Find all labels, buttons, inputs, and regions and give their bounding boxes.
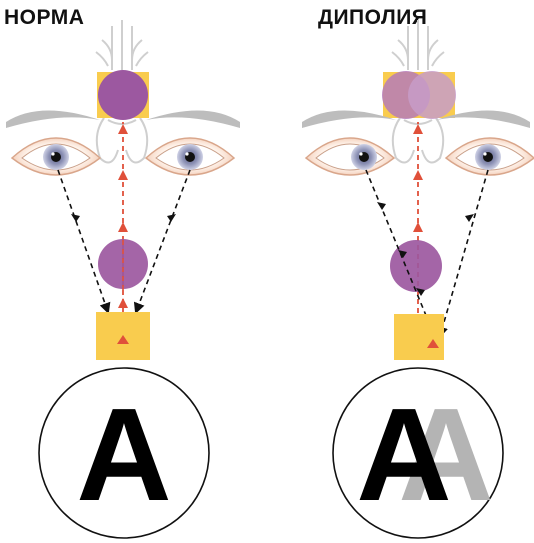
perceived-letter-ghost: A <box>398 381 493 528</box>
eyebrow-icon <box>302 110 396 128</box>
object-circle <box>98 239 148 289</box>
axis-arrow-icon <box>117 335 129 344</box>
eye-icon <box>144 137 236 176</box>
panel-norma: A <box>6 20 240 539</box>
image-circle-top <box>98 70 148 120</box>
axis-arrow-icon <box>118 222 128 232</box>
nerve-icon <box>95 20 149 164</box>
eye-icon <box>444 137 534 176</box>
title-norma: НОРМА <box>4 6 85 29</box>
target-square <box>394 314 444 360</box>
perception-circle <box>332 367 504 539</box>
eyebrow-icon <box>436 110 530 128</box>
axis-arrow-icon <box>413 170 423 180</box>
perception-circle <box>38 367 210 539</box>
sightline-left-eye <box>57 169 111 315</box>
axis-arrow-icon <box>118 170 128 180</box>
eyebrow-icon <box>6 110 100 128</box>
perceived-letter: A <box>76 381 171 528</box>
axis-arrow-icon <box>427 339 439 348</box>
eyebrow-icon <box>146 110 240 128</box>
nerve-icon <box>391 20 445 164</box>
eye-icon <box>10 137 102 176</box>
eye-icon <box>304 137 396 176</box>
axis-arrow-icon <box>118 124 128 134</box>
sightline-right-eye <box>437 169 489 339</box>
axis-arrow-icon <box>413 222 423 232</box>
title-diplopia: ДИПОЛИЯ <box>318 6 428 29</box>
axis-arrow-icon <box>118 298 128 308</box>
axis-arrow-icon <box>413 124 423 134</box>
sightline-left-eye <box>365 169 434 333</box>
panel-diplopia: A A <box>302 20 534 539</box>
sightline-right-eye <box>133 169 191 315</box>
perceived-letter: A <box>356 381 451 528</box>
image-circle-top-ghost <box>408 71 456 119</box>
